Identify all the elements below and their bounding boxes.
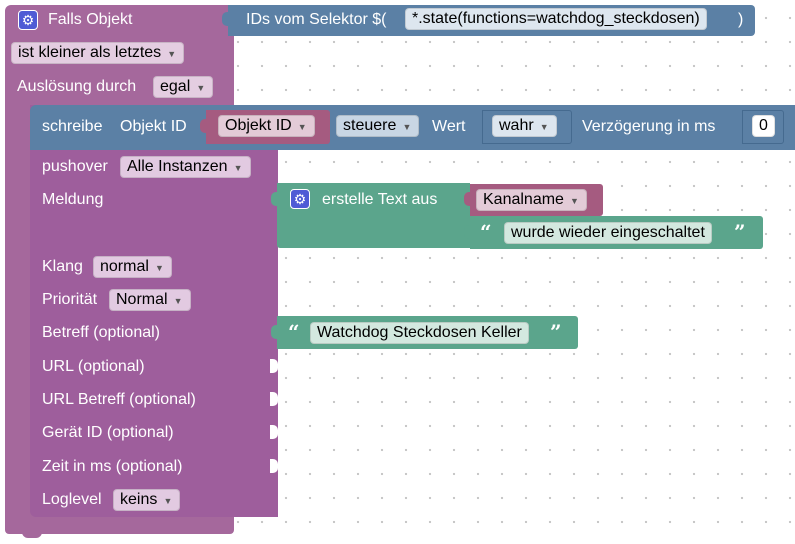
- mode-dropdown[interactable]: steuere ▼: [336, 115, 420, 137]
- quote-close-icon: ”: [550, 320, 562, 344]
- channel-name-value: Kanalname: [483, 191, 564, 208]
- condition-value: ist kleiner als letztes: [18, 44, 162, 61]
- delay-input[interactable]: 0: [752, 115, 775, 137]
- object-id-value: Objekt ID: [225, 117, 292, 134]
- url-label: URL (optional): [42, 358, 145, 375]
- selector-label: IDs vom Selektor $(: [246, 11, 387, 28]
- url-subject-input-notch[interactable]: [270, 392, 278, 406]
- instance-dropdown[interactable]: Alle Instanzen ▼: [120, 156, 251, 178]
- priority-dropdown[interactable]: Normal ▼: [109, 289, 191, 311]
- dropdown-arrow-icon: ▼: [196, 83, 206, 93]
- priority-label: Priorität: [42, 291, 98, 308]
- sound-dropdown[interactable]: normal ▼: [93, 256, 172, 278]
- channel-name-connector: [464, 192, 472, 206]
- object-id-dropdown[interactable]: Objekt ID ▼: [218, 115, 315, 137]
- dropdown-arrow-icon: ▼: [167, 49, 177, 59]
- object-id-label: Objekt ID: [120, 118, 187, 135]
- text-literal-input[interactable]: wurde wieder eingeschaltet: [504, 222, 712, 244]
- dropdown-arrow-icon: ▼: [570, 196, 579, 206]
- dropdown-arrow-icon: ▼: [154, 263, 164, 273]
- subject-text-connector: [271, 325, 279, 339]
- priority-value: Normal: [116, 291, 168, 308]
- text-join-label: erstelle Text aus: [322, 191, 438, 208]
- device-label: Gerät ID (optional): [42, 424, 174, 441]
- value-value: wahr: [499, 117, 534, 134]
- subject-label: Betreff (optional): [42, 324, 160, 341]
- text-join-connector: [271, 192, 279, 206]
- quote-open-icon: “: [480, 220, 492, 244]
- condition-dropdown[interactable]: ist kleiner als letztes ▼: [11, 42, 185, 64]
- quote-open-icon: “: [288, 320, 300, 344]
- dropdown-arrow-icon: ▼: [233, 163, 243, 173]
- selector-connector: [222, 12, 230, 26]
- event-block-tab: [22, 532, 42, 538]
- time-label: Zeit in ms (optional): [42, 458, 183, 475]
- url-input-notch[interactable]: [270, 359, 278, 373]
- subject-text-value: Watchdog Steckdosen Keller: [317, 324, 522, 341]
- write-label: schreibe: [42, 118, 103, 135]
- dropdown-arrow-icon: ▼: [539, 122, 549, 132]
- selector-close-paren: ): [738, 11, 744, 28]
- delay-label: Verzögerung in ms: [582, 118, 716, 135]
- sound-value: normal: [100, 258, 149, 275]
- loglevel-label: Loglevel: [42, 491, 102, 508]
- dropdown-arrow-icon: ▼: [402, 122, 412, 132]
- trigger-label: Auslösung durch: [17, 78, 137, 95]
- device-input-notch[interactable]: [270, 425, 278, 439]
- message-label: Meldung: [42, 191, 104, 208]
- url-subject-label: URL Betreff (optional): [42, 391, 196, 408]
- dropdown-arrow-icon: ▼: [173, 296, 183, 306]
- dropdown-arrow-icon: ▼: [297, 122, 307, 132]
- event-title: Falls Objekt: [48, 11, 133, 28]
- channel-name-dropdown[interactable]: Kanalname ▼: [476, 189, 587, 211]
- pushover-label: pushover: [42, 158, 108, 175]
- loglevel-value: keins: [120, 491, 158, 508]
- text-literal-connector: [464, 225, 472, 239]
- selector-input[interactable]: *.state(functions=watchdog_steckdosen): [405, 8, 707, 30]
- gear-icon[interactable]: ⚙: [290, 189, 310, 209]
- text-literal-value: wurde wieder eingeschaltet: [511, 224, 705, 241]
- subject-text-input[interactable]: Watchdog Steckdosen Keller: [310, 322, 529, 344]
- selector-value: *.state(functions=watchdog_steckdosen): [412, 10, 700, 27]
- trigger-value: egal: [160, 78, 191, 95]
- dropdown-arrow-icon: ▼: [163, 496, 173, 506]
- value-dropdown[interactable]: wahr ▼: [492, 115, 557, 137]
- event-block-bottom: [5, 520, 234, 534]
- delay-value: 0: [759, 117, 768, 134]
- sound-label: Klang: [42, 258, 83, 275]
- value-label: Wert: [432, 118, 466, 135]
- gear-icon[interactable]: ⚙: [18, 10, 38, 30]
- time-input-notch[interactable]: [270, 459, 278, 473]
- object-id-connector: [200, 119, 208, 133]
- instance-value: Alle Instanzen: [127, 158, 228, 175]
- mode-value: steuere: [343, 117, 397, 134]
- trigger-dropdown[interactable]: egal ▼: [153, 76, 214, 98]
- quote-close-icon: ”: [734, 220, 746, 244]
- loglevel-dropdown[interactable]: keins ▼: [113, 489, 181, 511]
